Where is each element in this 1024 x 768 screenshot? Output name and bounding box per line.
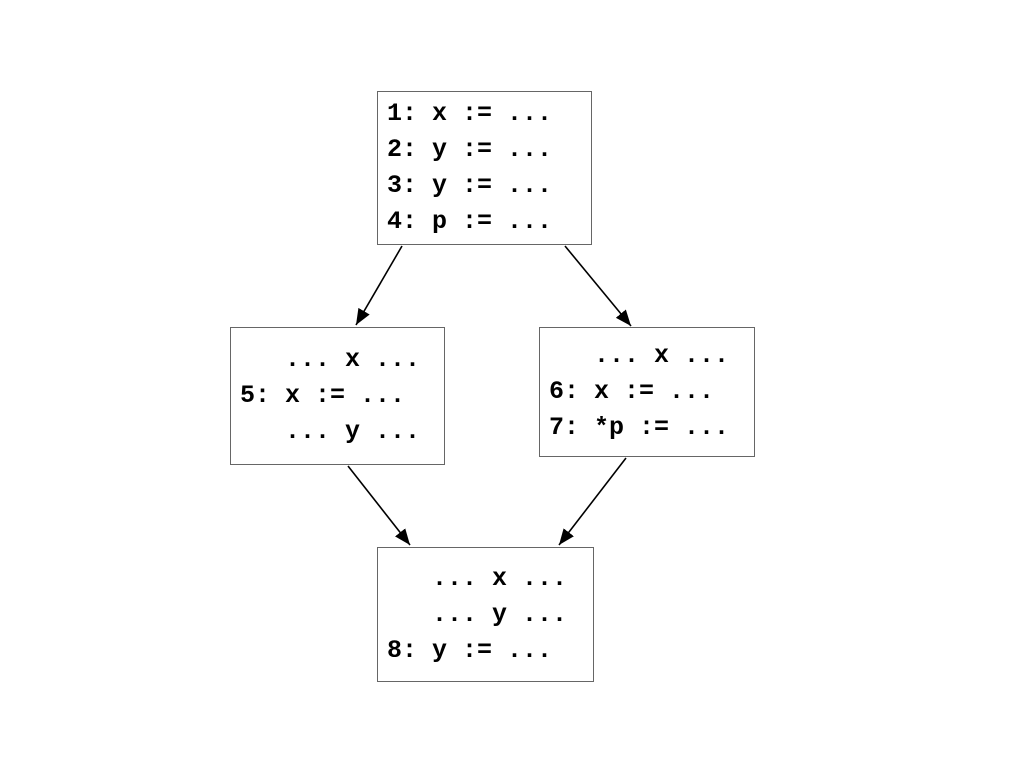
code-line: 4: p := ... [387, 207, 553, 236]
code-line: 7: *p := ... [549, 413, 730, 442]
code-line: ... x ... [240, 345, 421, 374]
code-line: ... y ... [387, 599, 568, 629]
code-line: 3: y := ... [387, 171, 553, 200]
code-line: 5: x := ... [240, 381, 406, 410]
cfg-node-block-6-7: ... x ... 6: x := ... 7: *p := ... [539, 327, 755, 457]
code-line: 1: x := ... [387, 99, 553, 128]
code-line: ... y ... [240, 417, 421, 446]
code-line: ... x ... [549, 341, 730, 370]
cfg-node-block-8: ... x ... ... y ... 8: y := ... [377, 547, 594, 682]
cfg-node-block-1: 1: x := ... 2: y := ... 3: y := ... 4: p :=… [377, 91, 592, 245]
code-line: 2: y := ... [387, 135, 553, 164]
code-line: 6: x := ... [549, 377, 715, 406]
edge-block-1-to-block-6-7 [564, 245, 632, 327]
code-line: 8: y := ... [387, 635, 553, 665]
edge-block-6-7-to-block-8 [558, 457, 627, 546]
code-line: ... x ... [387, 563, 568, 593]
edge-block-1-to-block-5 [355, 245, 403, 326]
cfg-node-block-5: ... x ... 5: x := ... ... y ... [230, 327, 445, 465]
edge-block-5-to-block-8 [347, 465, 411, 546]
